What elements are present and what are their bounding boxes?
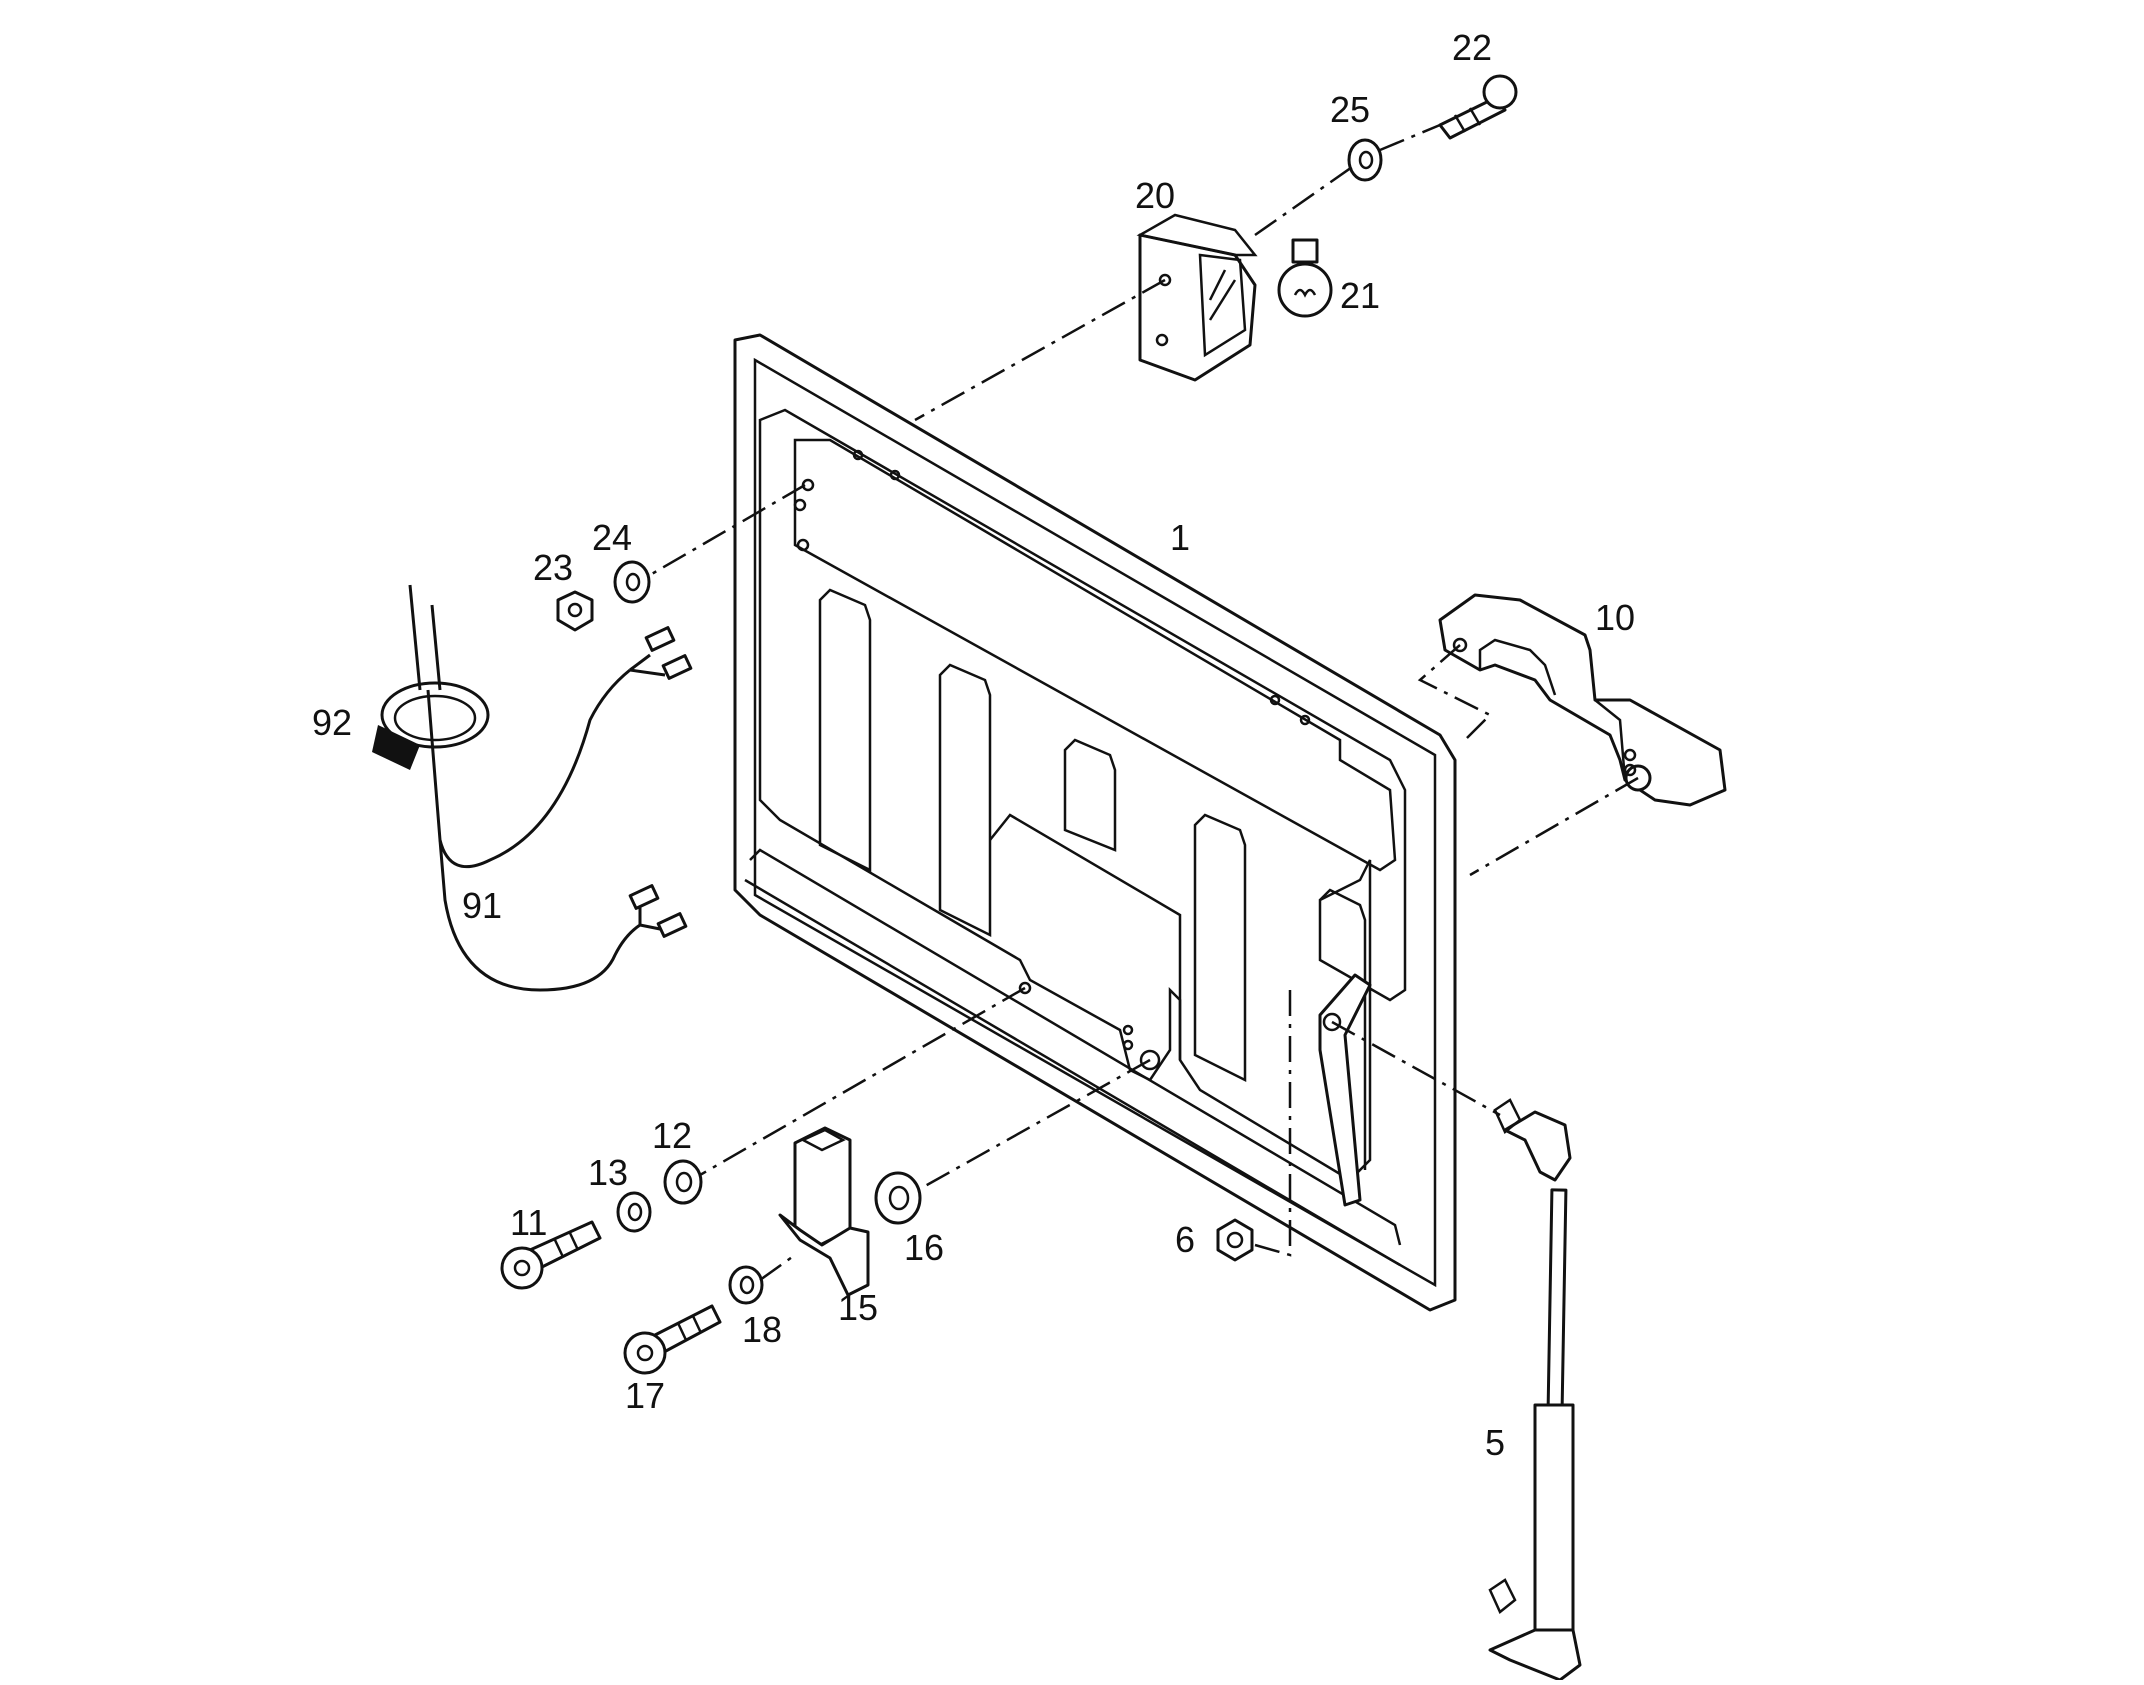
callout-5: 5 (1485, 1422, 1506, 1463)
cable-clamp (372, 681, 490, 770)
nut-6 (1216, 1218, 1254, 1262)
callout-23: 23 (533, 547, 574, 588)
callout-13: 13 (588, 1152, 629, 1193)
nut-23 (556, 590, 594, 632)
callout-91: 91 (462, 885, 503, 926)
callout-10: 10 (1595, 597, 1636, 638)
washer-24 (613, 560, 651, 604)
callout-15: 15 (838, 1287, 879, 1328)
screw-11 (500, 1220, 602, 1290)
callout-24: 24 (592, 517, 633, 558)
screw-22 (1438, 74, 1518, 140)
callout-25: 25 (1330, 89, 1371, 130)
callout-21: 21 (1340, 275, 1381, 316)
assembly-leader-lines (649, 123, 1639, 1282)
callout-18: 18 (742, 1309, 783, 1350)
washer-25 (1347, 138, 1383, 182)
callout-11: 11 (510, 1202, 548, 1243)
callout-92: 92 (312, 702, 353, 743)
door-panel (733, 333, 1457, 1312)
washer-18 (728, 1265, 764, 1305)
washer-13 (616, 1191, 652, 1233)
callout-12: 12 (652, 1115, 693, 1156)
callout-20: 20 (1135, 175, 1176, 216)
callout-1: 1 (1170, 517, 1191, 558)
callout-22: 22 (1452, 27, 1493, 68)
callout-16: 16 (904, 1227, 945, 1268)
door-catch (778, 1126, 870, 1297)
washer-16 (874, 1171, 922, 1225)
callout-6: 6 (1175, 1219, 1196, 1260)
gas-strut (1488, 1098, 1582, 1682)
wire-harness (408, 584, 693, 992)
callout-17: 17 (625, 1375, 666, 1416)
handle (1438, 593, 1727, 807)
lamp-housing (1136, 213, 1258, 382)
washer-12 (663, 1159, 703, 1205)
light-bulb (1277, 238, 1333, 318)
screw-17 (623, 1304, 722, 1375)
